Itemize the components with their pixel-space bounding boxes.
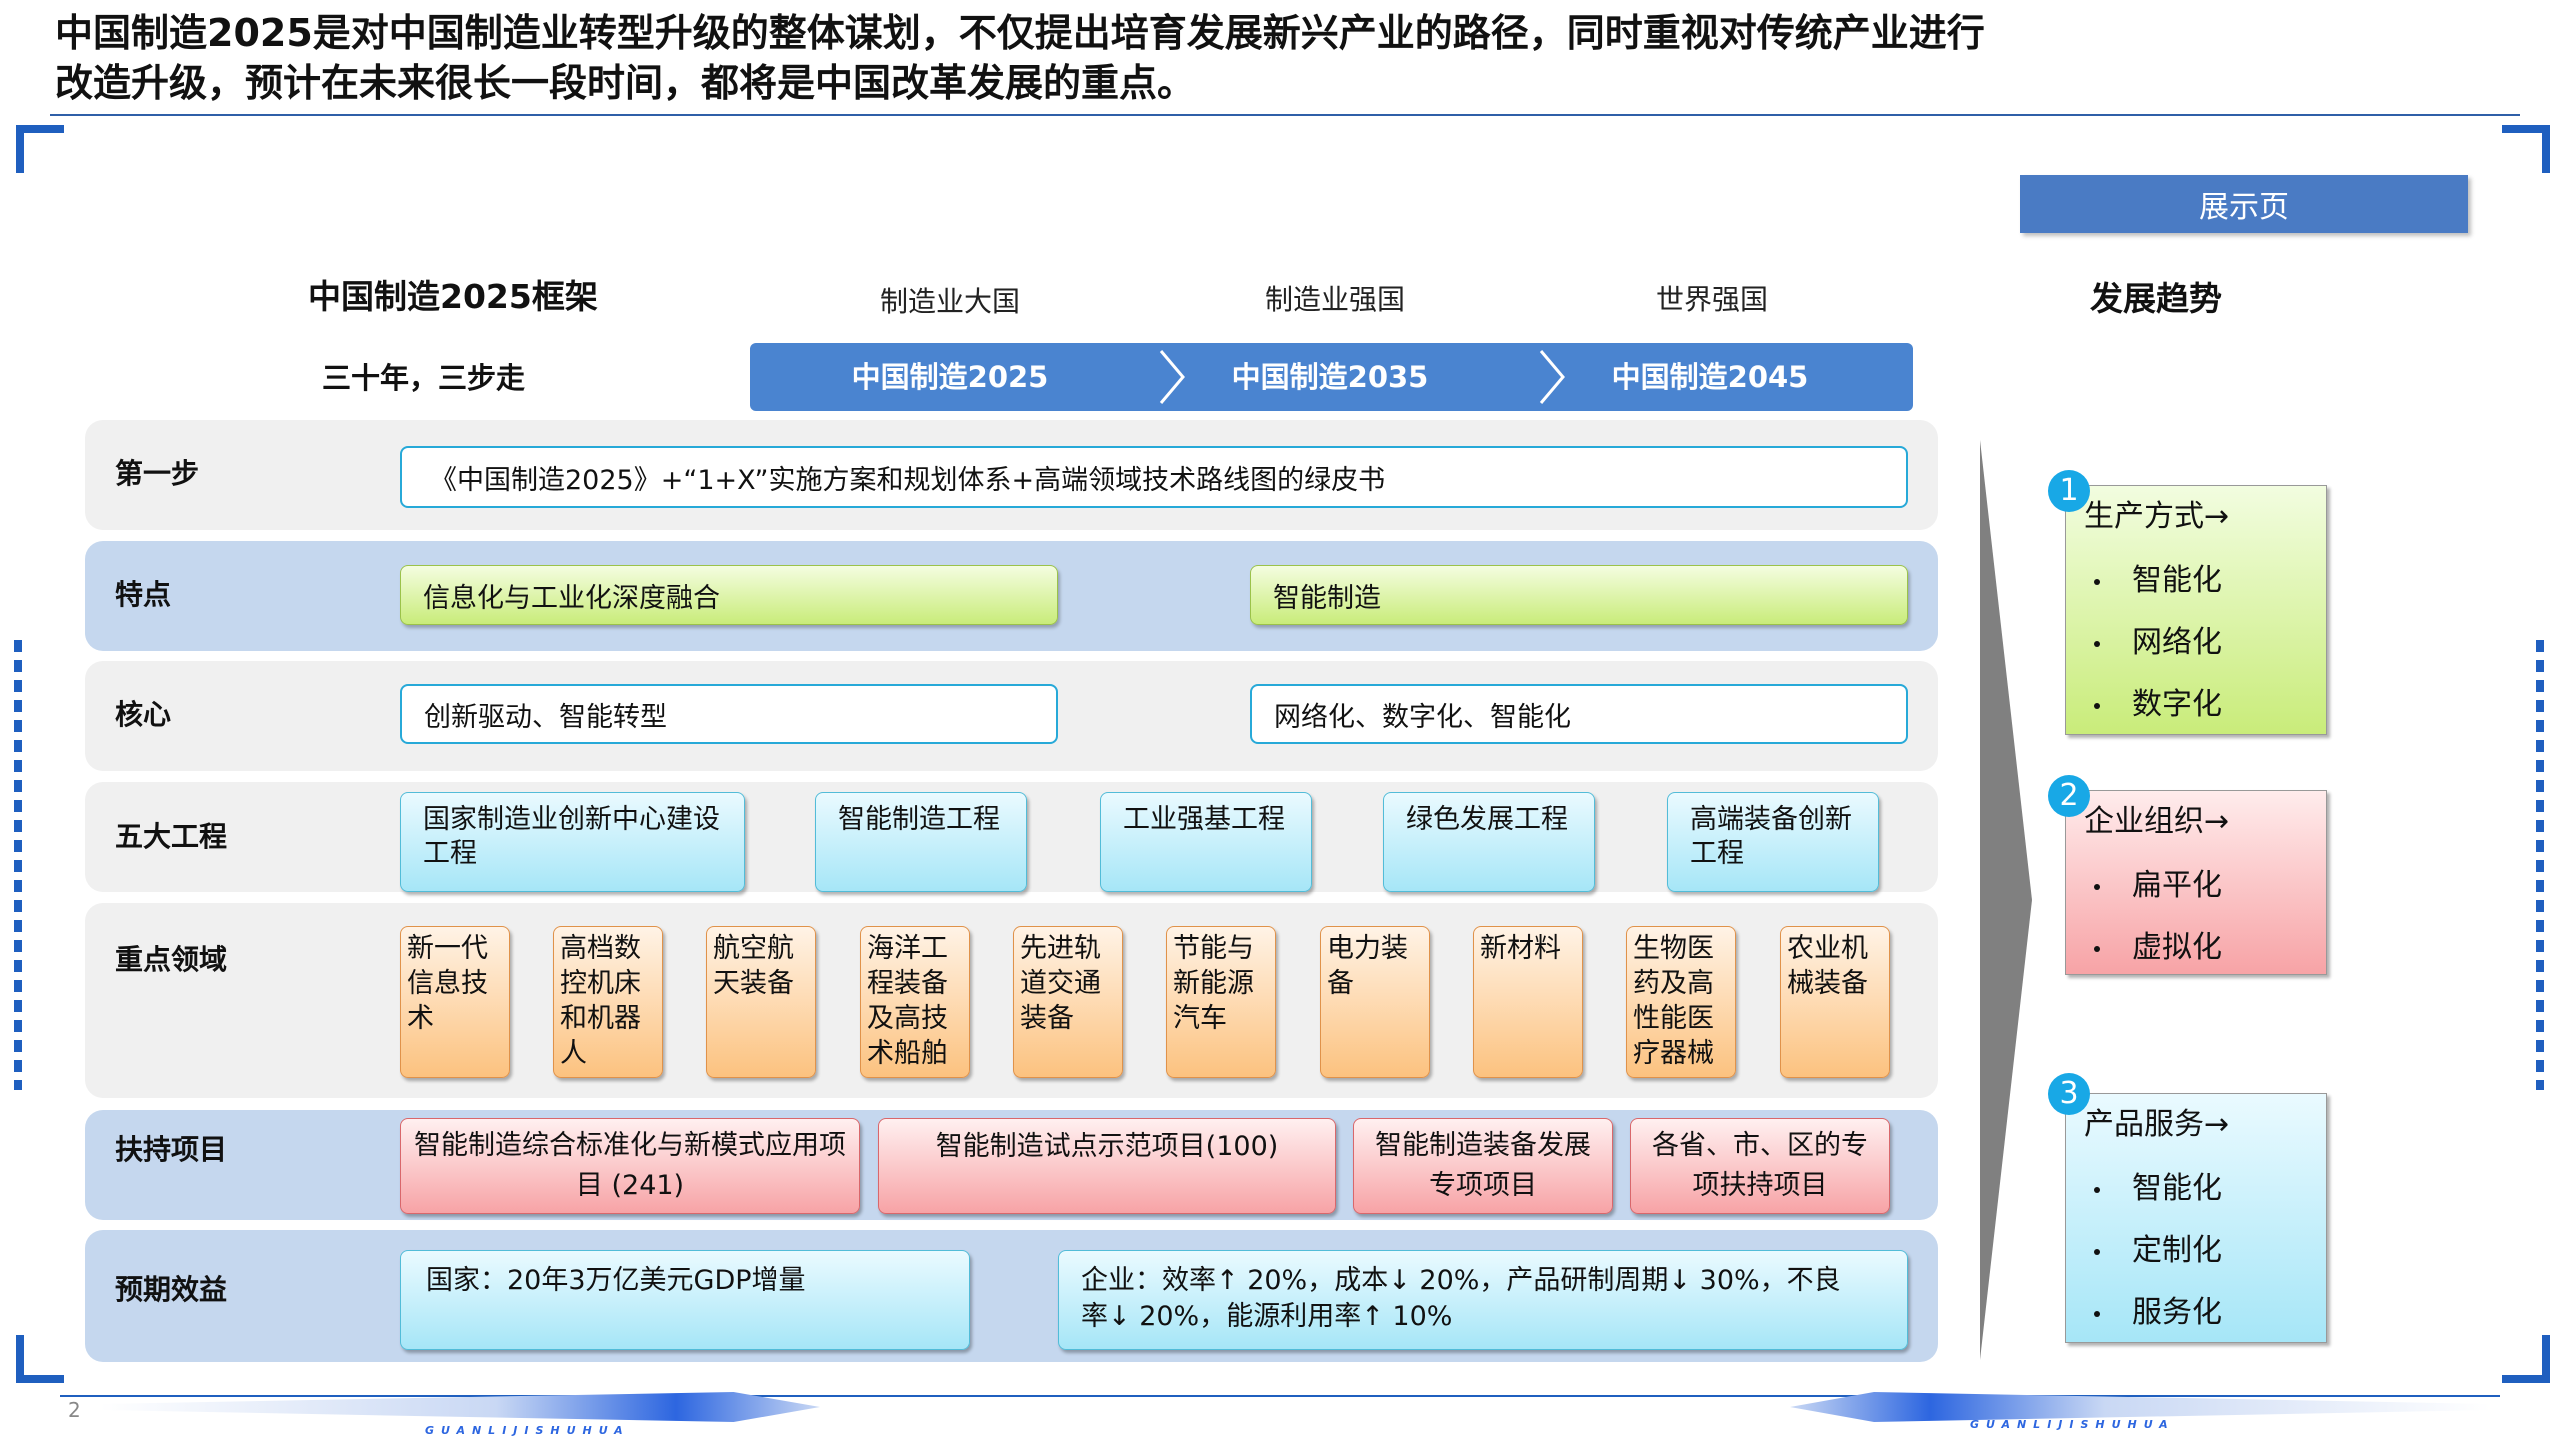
row-label-support: 扶持项目 — [115, 1133, 228, 1166]
trend-item: 定制化 — [2084, 1220, 2308, 1282]
trend-number-badge-1: 1 — [2048, 470, 2090, 512]
bullet-icon — [2094, 640, 2100, 647]
field-box-2: 高档数控机床和机器人 — [553, 926, 663, 1078]
flow-arrow-icon — [1980, 440, 2032, 1360]
corner-bottom-left — [16, 1335, 64, 1383]
chevron-separator-icon — [1159, 350, 1185, 404]
step1-box: 《中国制造2025》+“1+X”实施方案和规划体系+高端领域技术路线图的绿皮书 — [400, 446, 1908, 508]
field-box-4: 海洋工程装备及高技术船舶 — [860, 926, 970, 1078]
row-label-benefit: 预期效益 — [115, 1273, 228, 1306]
benefit-enterprise-box: 企业：效率↑ 20%，成本↓ 20%，产品研制周期↓ 30%，不良率↓ 20%，… — [1058, 1250, 1908, 1350]
corner-bottom-right — [2502, 1335, 2550, 1383]
core-box-2: 网络化、数字化、智能化 — [1250, 684, 1908, 744]
stage-label-3: 世界强国 — [1655, 283, 1768, 316]
project-box-4: 绿色发展工程 — [1383, 792, 1595, 892]
project-box-2: 智能制造工程 — [815, 792, 1027, 892]
trend-item: 服务化 — [2084, 1282, 2308, 1344]
chevron-2045: 中国制造2045 — [1611, 360, 1809, 394]
side-dash-right — [2536, 640, 2544, 1090]
project-box-5: 高端装备创新工程 — [1667, 792, 1879, 892]
side-dash-left — [14, 640, 22, 1090]
project-box-1: 国家制造业创新中心建设工程 — [400, 792, 745, 892]
feature-box-1: 信息化与工业化深度融合 — [400, 565, 1058, 625]
trend-card-title: 企业组织→ — [2084, 804, 2230, 839]
field-box-8: 新材料 — [1473, 926, 1583, 1078]
trend-item: 扁平化 — [2084, 855, 2308, 917]
support-box-3: 智能制造装备发展专项项目 — [1353, 1118, 1613, 1214]
bullet-icon — [2094, 1186, 2100, 1193]
bullet-icon — [2094, 945, 2100, 952]
row-label-core: 核心 — [115, 698, 172, 731]
chevron-2025: 中国制造2025 — [851, 360, 1049, 394]
framework-title: 中国制造2025框架 — [308, 277, 598, 316]
heading-line-1: 中国制造2025是对中国制造业转型升级的整体谋划，不仅提出培育发展新兴产业的路径… — [55, 11, 1985, 55]
footer-brand-right: GUANLIJISHUHUA — [1970, 1418, 2175, 1431]
trend-item: 网络化 — [2084, 612, 2308, 674]
page-heading: 中国制造2025是对中国制造业转型升级的整体谋划，不仅提出培育发展新兴产业的路径… — [55, 8, 2355, 108]
feature-box-2: 智能制造 — [1250, 565, 1908, 625]
trend-card-title: 生产方式→ — [2084, 499, 2230, 534]
support-box-2: 智能制造试点示范项目(100) — [878, 1118, 1336, 1214]
trend-number-badge-3: 3 — [2048, 1073, 2090, 1115]
corner-top-right — [2502, 125, 2550, 173]
field-box-1: 新一代信息技术 — [400, 926, 510, 1078]
roadmap-chevron-bar: 中国制造2025 中国制造2035 中国制造2045 — [750, 343, 1913, 411]
row-label-step1: 第一步 — [115, 457, 200, 490]
bullet-icon — [2094, 578, 2100, 585]
trend-card-production: 生产方式→ 智能化 网络化 数字化 — [2065, 485, 2327, 735]
bullet-icon — [2094, 883, 2100, 890]
field-box-6: 节能与新能源汽车 — [1166, 926, 1276, 1078]
stage-label-1: 制造业大国 — [879, 285, 1020, 318]
trend-card-service: 产品服务→ 智能化 定制化 服务化 — [2065, 1093, 2327, 1343]
field-box-10: 农业机械装备 — [1780, 926, 1890, 1078]
trend-card-organization: 企业组织→ 扁平化 虚拟化 — [2065, 790, 2327, 975]
page-number: 2 — [68, 1398, 81, 1422]
field-box-7: 电力装备 — [1320, 926, 1430, 1078]
row-label-feature: 特点 — [115, 578, 172, 611]
stage-label-2: 制造业强国 — [1264, 283, 1405, 316]
corner-top-left — [16, 125, 64, 173]
trend-item: 智能化 — [2084, 550, 2308, 612]
showcase-tag: 展示页 — [2020, 175, 2468, 233]
support-box-4: 各省、市、区的专项扶持项目 — [1630, 1118, 1890, 1214]
project-box-3: 工业强基工程 — [1100, 792, 1312, 892]
bullet-icon — [2094, 702, 2100, 709]
footer-rule — [60, 1395, 2500, 1397]
trend-number-badge-2: 2 — [2048, 775, 2090, 817]
field-box-5: 先进轨道交通装备 — [1013, 926, 1123, 1078]
trend-item: 数字化 — [2084, 674, 2308, 736]
benefit-national-box: 国家：20年3万亿美元GDP增量 — [400, 1250, 970, 1350]
core-box-1: 创新驱动、智能转型 — [400, 684, 1058, 744]
field-box-9: 生物医药及高性能医疗器械 — [1626, 926, 1736, 1078]
trend-item: 虚拟化 — [2084, 917, 2308, 979]
row-label-fields: 重点领域 — [115, 943, 228, 976]
heading-line-2: 改造升级，预计在未来很长一段时间，都将是中国改革发展的重点。 — [55, 61, 1196, 105]
row-label-projects: 五大工程 — [115, 820, 228, 853]
trend-title: 发展趋势 — [2090, 279, 2222, 318]
footer-brand-left: GUANLIJISHUHUA — [425, 1424, 630, 1437]
trend-item: 智能化 — [2084, 1158, 2308, 1220]
trend-card-title: 产品服务→ — [2084, 1107, 2230, 1142]
bullet-icon — [2094, 1310, 2100, 1317]
support-box-1: 智能制造综合标准化与新模式应用项目 (241) — [400, 1118, 860, 1214]
bullet-icon — [2094, 1248, 2100, 1255]
framework-subtitle: 三十年，三步走 — [322, 361, 526, 395]
chevron-separator-icon — [1539, 350, 1565, 404]
field-box-3: 航空航天装备 — [706, 926, 816, 1078]
heading-divider — [50, 114, 2520, 116]
chevron-2035: 中国制造2035 — [1231, 360, 1429, 394]
